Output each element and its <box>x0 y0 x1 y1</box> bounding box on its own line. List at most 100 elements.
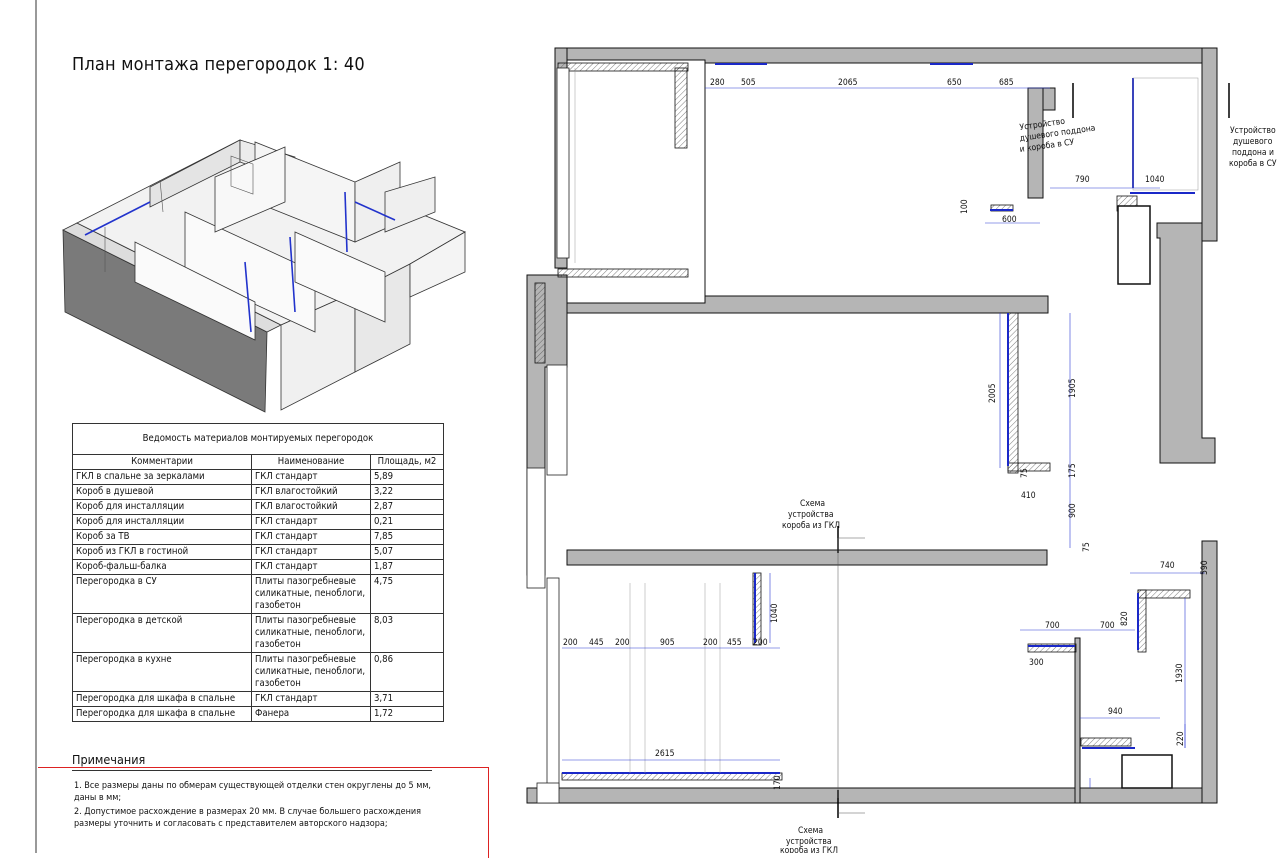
cell-comment: Короб из ГКЛ в гостиной <box>72 544 252 560</box>
cell-name: Фанера <box>251 706 371 722</box>
dim-1040-top: 1040 <box>1145 175 1165 185</box>
notes-heading: Примечания <box>72 752 146 767</box>
materials-table: Ведомость материалов монтируемых перегор… <box>72 423 444 722</box>
cell-area: 2,87 <box>370 499 444 515</box>
dim-900: 900 <box>1068 503 1078 518</box>
cell-comment: Перегородка для шкафа в спальне <box>72 706 252 722</box>
table-caption: Ведомость материалов монтируемых перегор… <box>72 423 444 455</box>
cell-comment: ГКЛ в спальне за зеркалами <box>72 469 252 485</box>
col-header: Комментарии <box>72 454 252 470</box>
dim-590: 590 <box>1200 560 1210 575</box>
label-shower-right-2: душевого <box>1233 137 1273 147</box>
notes-frame <box>38 767 489 858</box>
cell-area: 7,85 <box>370 529 444 545</box>
cell-comment: Короб за ТВ <box>72 529 252 545</box>
cell-name: Плиты пазогребневые силикатные, пеноблог… <box>251 652 371 692</box>
dim-700-b: 700 <box>1100 621 1115 631</box>
note-item: 1. Все размеры даны по обмерам существую… <box>74 781 432 803</box>
dim-1040-bottom: 1040 <box>770 603 780 623</box>
cell-comment: Короб для инсталляции <box>72 499 252 515</box>
dim-455: 455 <box>727 638 742 648</box>
dim-685: 685 <box>999 78 1014 88</box>
dim-505: 505 <box>741 78 756 88</box>
cell-name: ГКЛ стандарт <box>251 514 371 530</box>
dim-200-d: 200 <box>753 638 768 648</box>
dim-940: 940 <box>1108 707 1123 717</box>
cell-name: ГКЛ стандарт <box>251 559 371 575</box>
dim-2615: 2615 <box>655 749 675 759</box>
col-header: Наименование <box>251 454 371 470</box>
floor-plan: 280 505 2065 650 685 790 1040 100 600 20… <box>505 38 1280 856</box>
note-item: 2. Допустимое расхождение в размерах 20 … <box>74 807 422 829</box>
label-shower-right-4: короба в СУ <box>1229 158 1277 169</box>
dim-650: 650 <box>947 78 962 88</box>
cell-area: 0,86 <box>370 652 444 692</box>
dim-75-b: 75 <box>1082 542 1092 552</box>
dim-175: 175 <box>1068 463 1078 478</box>
dim-2005: 2005 <box>988 383 998 403</box>
label-shower-right-3: поддона и <box>1232 148 1274 158</box>
dim-790: 790 <box>1075 175 1090 185</box>
cell-comment: Перегородка в СУ <box>72 574 252 614</box>
dim-1930: 1930 <box>1175 663 1185 683</box>
dim-905: 905 <box>660 638 675 648</box>
cell-comment: Короб для инсталляции <box>72 514 252 530</box>
label-gkl-top-1: Схема <box>800 499 825 509</box>
label-gkl-top-2: устройства <box>788 510 834 520</box>
col-header: Площадь, м2 <box>370 454 444 470</box>
cell-name: ГКЛ стандарт <box>251 469 371 485</box>
dim-170: 170 <box>773 775 783 790</box>
label-gkl-bottom-2: устройства <box>786 837 832 847</box>
dim-75-a: 75 <box>1020 468 1030 478</box>
cell-area: 5,07 <box>370 544 444 560</box>
cell-comment: Перегородка для шкафа в спальне <box>72 691 252 707</box>
cell-area: 5,89 <box>370 469 444 485</box>
cell-area: 3,22 <box>370 484 444 500</box>
dim-220: 220 <box>1176 731 1186 746</box>
cell-area: 8,03 <box>370 613 444 653</box>
cell-name: ГКЛ влагостойкий <box>251 499 371 515</box>
dim-410: 410 <box>1021 491 1036 501</box>
notes-list: 1. Все размеры даны по обмерам существую… <box>74 780 454 832</box>
cell-area: 1,72 <box>370 706 444 722</box>
dim-445: 445 <box>589 638 604 648</box>
dim-100: 100 <box>960 199 970 214</box>
dim-600: 600 <box>1002 215 1017 225</box>
drawing-title: План монтажа перегородок 1: 40 <box>72 54 365 75</box>
dim-280: 280 <box>710 78 725 88</box>
cell-comment: Короб в душевой <box>72 484 252 500</box>
cell-name: ГКЛ влагостойкий <box>251 484 371 500</box>
cell-name: ГКЛ стандарт <box>251 691 371 707</box>
notes-divider <box>72 770 432 771</box>
dim-820: 820 <box>1120 611 1130 626</box>
dim-200-b: 200 <box>615 638 630 648</box>
label-gkl-bottom-3: короба из ГКЛ <box>780 845 838 853</box>
dim-200-c: 200 <box>703 638 718 648</box>
cell-name: Плиты пазогребневые силикатные, пеноблог… <box>251 613 371 653</box>
cell-name: Плиты пазогребневые силикатные, пеноблог… <box>251 574 371 614</box>
isometric-view <box>62 139 466 413</box>
dim-700-a: 700 <box>1045 621 1060 631</box>
cell-name: ГКЛ стандарт <box>251 544 371 560</box>
cell-area: 0,21 <box>370 514 444 530</box>
dim-200-a: 200 <box>563 638 578 648</box>
cell-area: 3,71 <box>370 691 444 707</box>
cell-area: 1,87 <box>370 559 444 575</box>
cell-comment: Короб-фальш-балка <box>72 559 252 575</box>
cell-comment: Перегородка в кухне <box>72 652 252 692</box>
cell-area: 4,75 <box>370 574 444 614</box>
label-gkl-bottom-1: Схема <box>798 826 823 836</box>
dim-2065: 2065 <box>838 78 858 88</box>
